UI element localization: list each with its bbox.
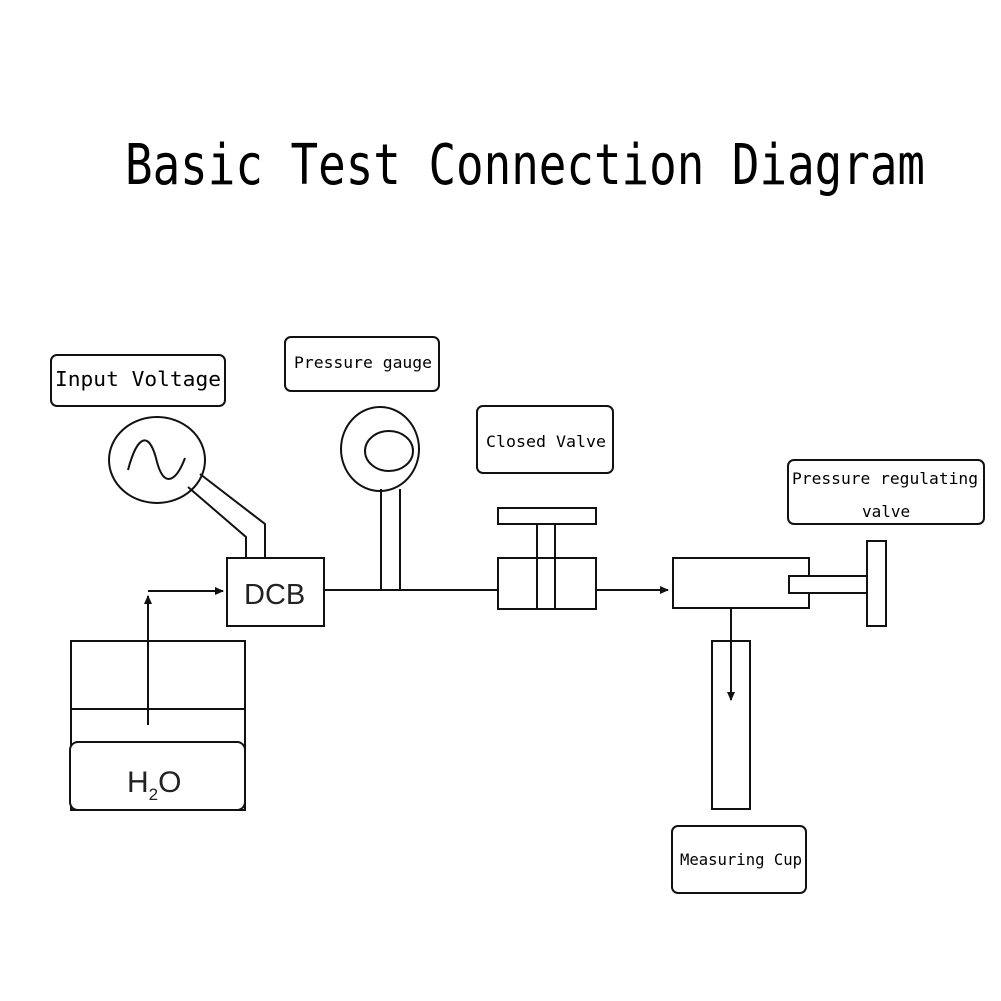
pressure-regulating-label-line1: Pressure regulating — [792, 469, 978, 488]
measuring-cup-label-box: Measuring Cup — [671, 825, 807, 894]
water-label: H2O — [127, 766, 181, 804]
pressure-gauge-icon — [340, 406, 420, 591]
pressure-gauge-label: Pressure gauge — [294, 353, 432, 372]
closed-valve-label-box: Closed Valve — [476, 405, 614, 474]
dcb-unit: DCB — [226, 557, 325, 627]
water-label-subscript: 2 — [149, 785, 158, 804]
dcb-label: DCB — [244, 579, 305, 611]
measuring-cup-icon — [711, 608, 751, 810]
pressure-regulating-valve-label-box: Pressure regulating valve — [787, 459, 985, 525]
water-label-o: O — [158, 766, 181, 799]
power-cable — [187, 473, 266, 558]
closed-valve-icon — [497, 507, 597, 610]
closed-valve-label: Closed Valve — [486, 432, 606, 451]
intake-pipe — [144, 587, 224, 725]
measuring-cup-label: Measuring Cup — [680, 850, 802, 869]
ac-source-icon — [108, 416, 206, 504]
pressure-regulating-valve-icon — [672, 540, 887, 627]
water-label-h: H — [127, 766, 149, 799]
input-voltage-label-box: Input Voltage — [50, 354, 226, 407]
water-tank: H2O — [69, 640, 246, 811]
diagram-title: Basic Test Connection Diagram — [125, 133, 925, 198]
pressure-gauge-label-box: Pressure gauge — [284, 336, 440, 392]
input-voltage-label: Input Voltage — [55, 367, 221, 391]
pressure-regulating-label-line2: valve — [862, 502, 910, 521]
